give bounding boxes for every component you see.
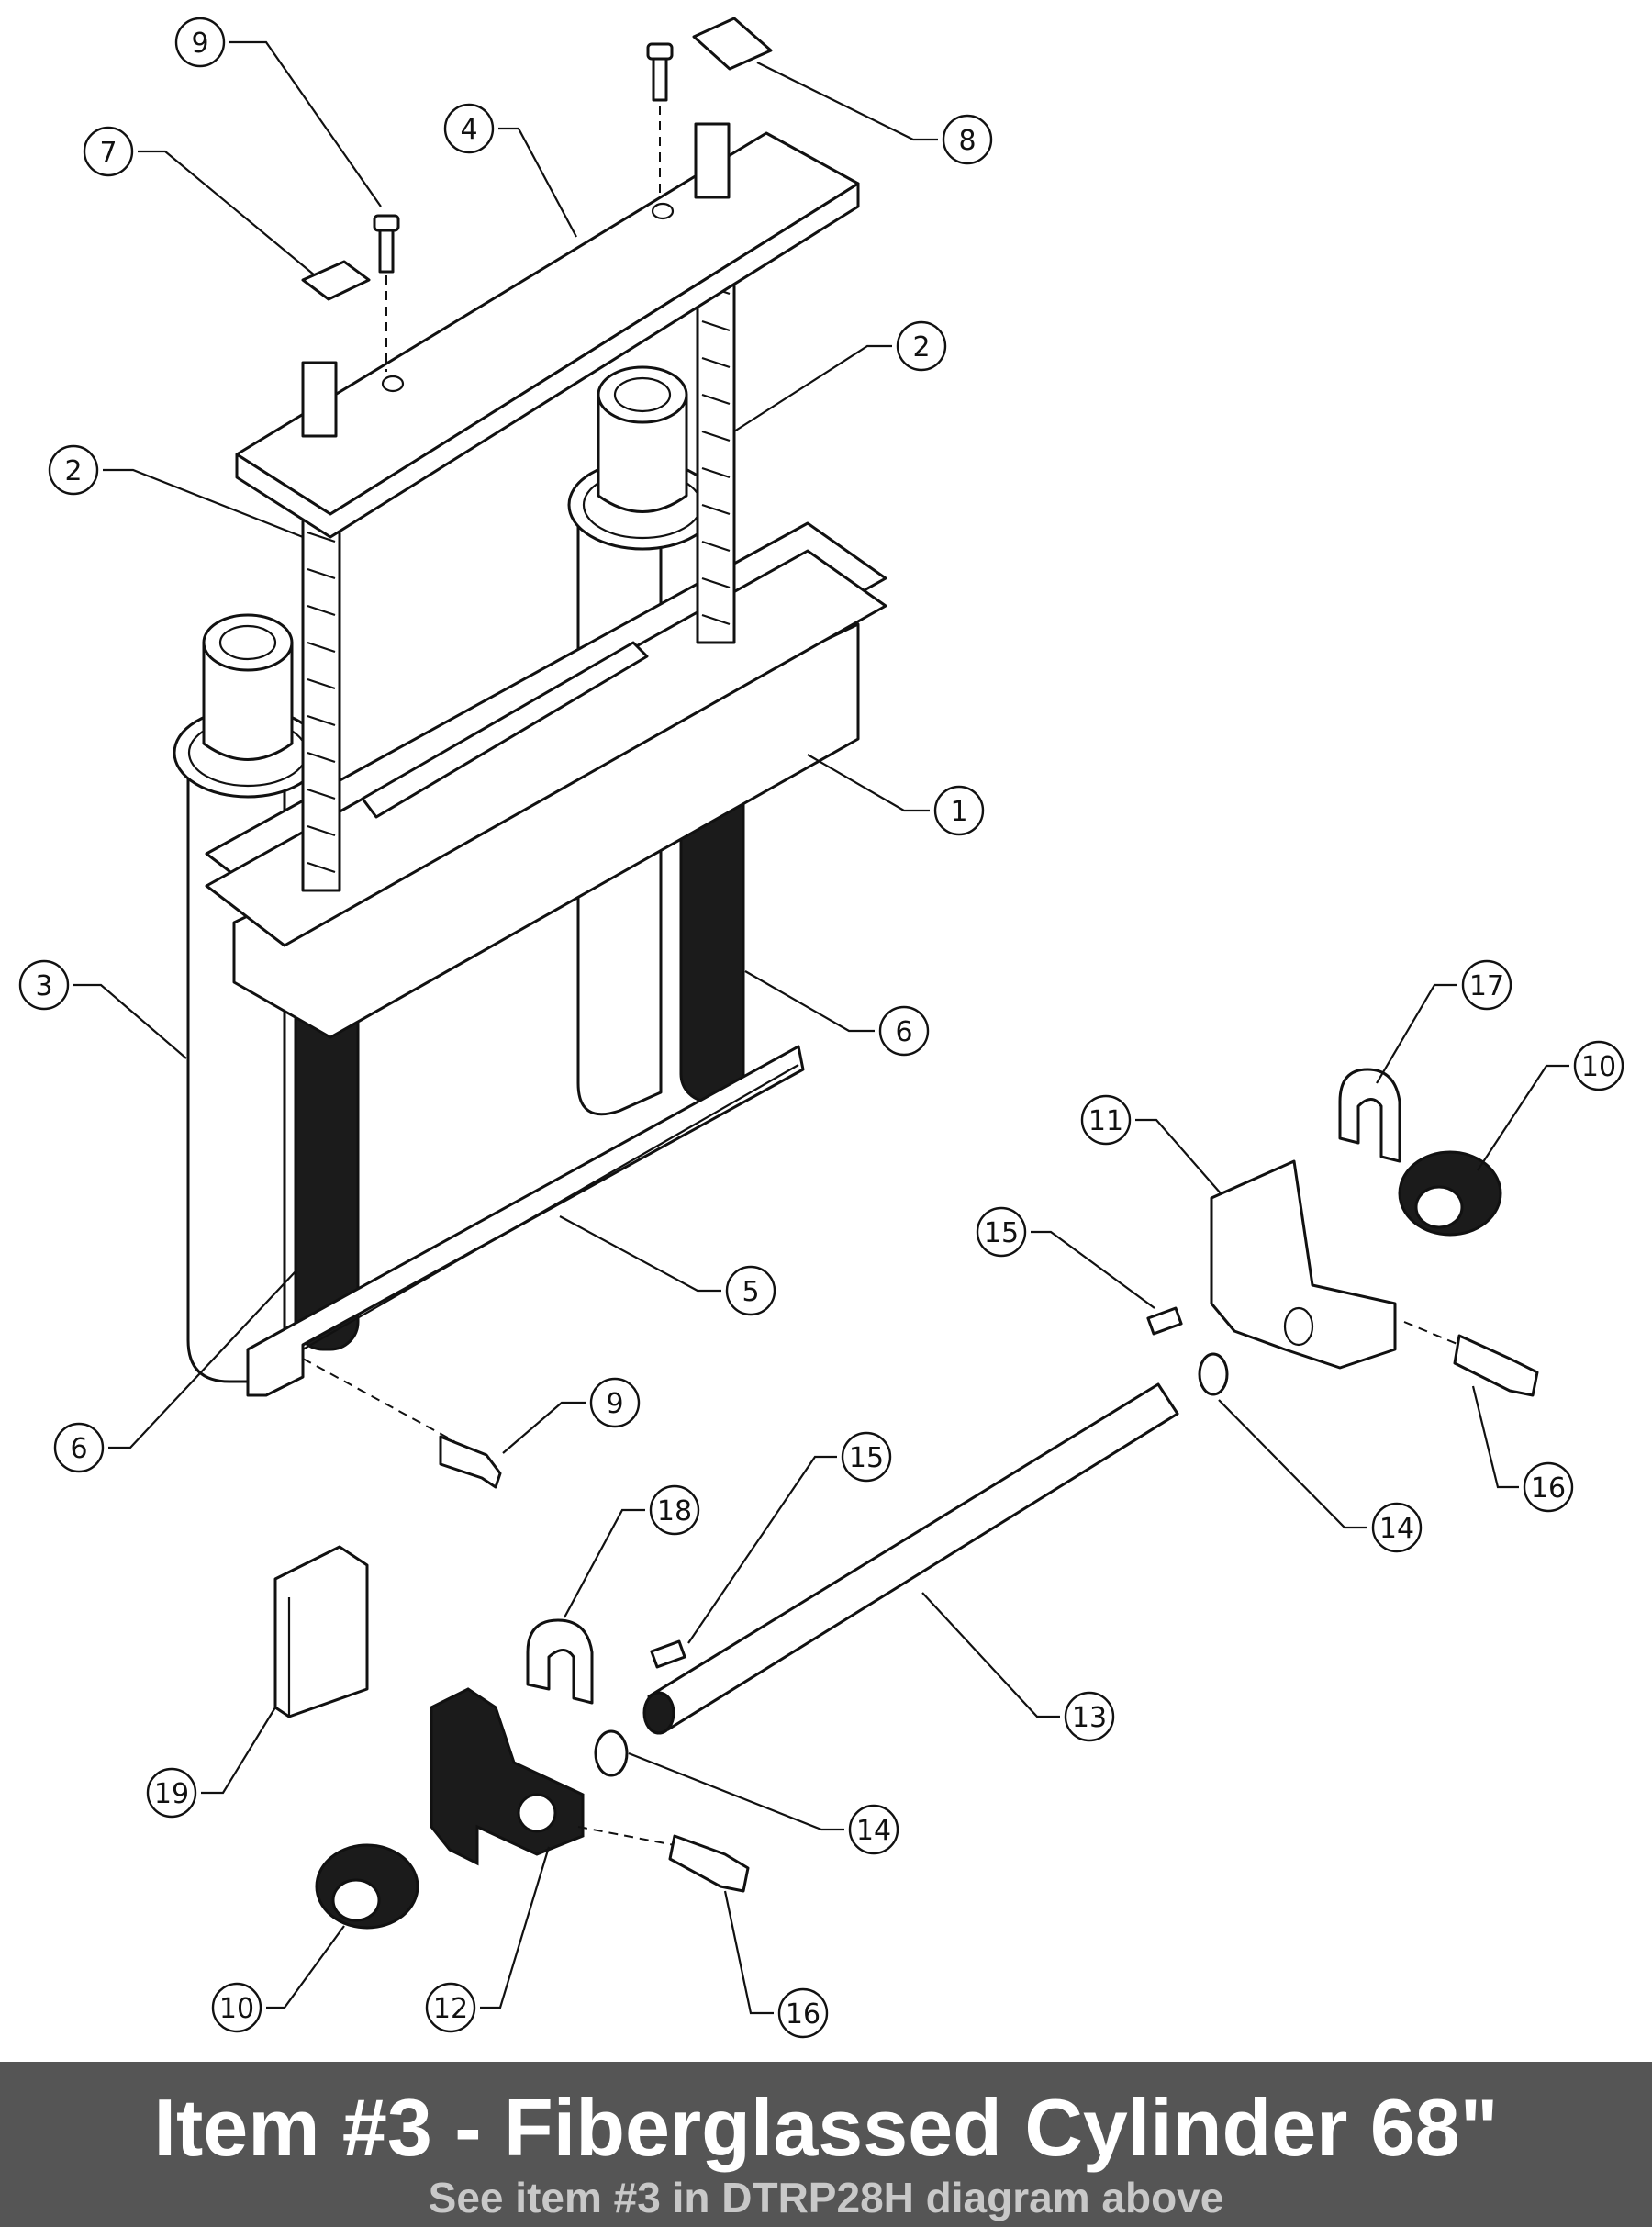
key-15-left (650, 1639, 686, 1669)
callout-16-left-label: 16 (786, 1998, 820, 2031)
callout-15-right: 15 (976, 1206, 1155, 1309)
callout-13: 13 (921, 1592, 1115, 1742)
callout-6-left: 6 (53, 1270, 296, 1473)
callout-6-right: 6 (744, 970, 930, 1057)
callout-9-side: 9 (502, 1377, 641, 1454)
callout-14-right: 14 (1218, 1399, 1423, 1553)
callout-14-right-label: 14 (1379, 1513, 1414, 1545)
callout-10-left-label: 10 (219, 1993, 254, 2025)
bracket-12 (430, 1687, 675, 1866)
callout-15-left: 15 (687, 1431, 892, 1644)
callout-10-right-label: 10 (1581, 1051, 1616, 1083)
clip-18 (526, 1618, 594, 1705)
callout-9-top-label: 9 (191, 28, 208, 60)
block-19 (273, 1545, 369, 1718)
callout-17-label: 17 (1469, 970, 1504, 1002)
callout-3: 3 (18, 959, 187, 1059)
bolt-top-right (646, 42, 674, 197)
callout-10-left: 10 (211, 1925, 345, 2033)
callout-1-label: 1 (950, 796, 967, 828)
callout-14-left-label: 14 (856, 1815, 891, 1847)
bolt-side (302, 1358, 502, 1489)
callout-4-label: 4 (460, 114, 477, 146)
callout-6-left-label: 6 (70, 1433, 87, 1465)
callout-11-label: 11 (1088, 1105, 1123, 1137)
oring-14-right (1198, 1352, 1229, 1396)
callout-8-label: 8 (958, 125, 976, 157)
callout-1: 1 (807, 754, 985, 836)
callout-15-right-label: 15 (984, 1217, 1019, 1249)
callout-18-label: 18 (657, 1495, 692, 1528)
oring-14-left (594, 1729, 629, 1777)
callout-16-right: 16 (1471, 1385, 1574, 1513)
callout-8: 8 (756, 62, 993, 165)
callout-6-right-label: 6 (895, 1016, 912, 1048)
callout-12: 12 (425, 1846, 551, 2033)
callout-4: 4 (443, 103, 577, 238)
caption-subtitle: See item #3 in DTRP28H diagram above (428, 2174, 1224, 2221)
bracket-11 (1210, 1159, 1397, 1370)
plate-8 (692, 17, 773, 71)
callout-17: 17 (1376, 959, 1512, 1084)
callout-5-label: 5 (742, 1276, 759, 1308)
knob-10-right (1398, 1150, 1502, 1237)
bottom-channel (246, 1045, 805, 1397)
knob-10-left (315, 1843, 419, 1930)
callout-12-label: 12 (433, 1993, 468, 2025)
callout-2-right-label: 2 (912, 331, 930, 364)
callout-15-left-label: 15 (849, 1442, 884, 1474)
key-15-right (1146, 1306, 1183, 1336)
top-bar (235, 122, 860, 539)
callout-3-label: 3 (35, 970, 52, 1002)
callout-2-left-label: 2 (64, 455, 82, 487)
bolt-16-left (668, 1834, 750, 1893)
plate-7 (301, 260, 371, 301)
callout-14-left: 14 (628, 1751, 899, 1855)
callout-9-side-label: 9 (606, 1388, 623, 1420)
callout-5: 5 (559, 1215, 776, 1316)
callout-7: 7 (83, 126, 316, 276)
callout-19-label: 19 (154, 1778, 189, 1810)
callout-18: 18 (564, 1484, 700, 1618)
callout-11: 11 (1080, 1094, 1222, 1194)
shaft-13 (642, 1382, 1179, 1735)
clip-17 (1338, 1068, 1401, 1163)
callout-13-label: 13 (1072, 1702, 1107, 1734)
callout-10-right: 10 (1477, 1040, 1624, 1171)
caption-banner: Item #3 - Fiberglassed Cylinder 68" See … (0, 2062, 1652, 2227)
callout-2-right: 2 (733, 320, 947, 432)
callout-16-right-label: 16 (1531, 1472, 1566, 1505)
callout-7-label: 7 (99, 137, 117, 169)
callout-9-top: 9 (174, 17, 382, 207)
bolt-16-right (1403, 1321, 1539, 1397)
threaded-rods (301, 237, 736, 892)
exploded-parts-diagram: 9 8 7 4 2 2 1 3 6 17 (18, 17, 1624, 2039)
callout-2-left: 2 (48, 444, 304, 539)
caption-title: Item #3 - Fiberglassed Cylinder 68" (153, 2082, 1499, 2173)
callout-16-left: 16 (723, 1890, 829, 2039)
callout-19: 19 (146, 1707, 276, 1819)
bolt-top-left (373, 214, 400, 372)
